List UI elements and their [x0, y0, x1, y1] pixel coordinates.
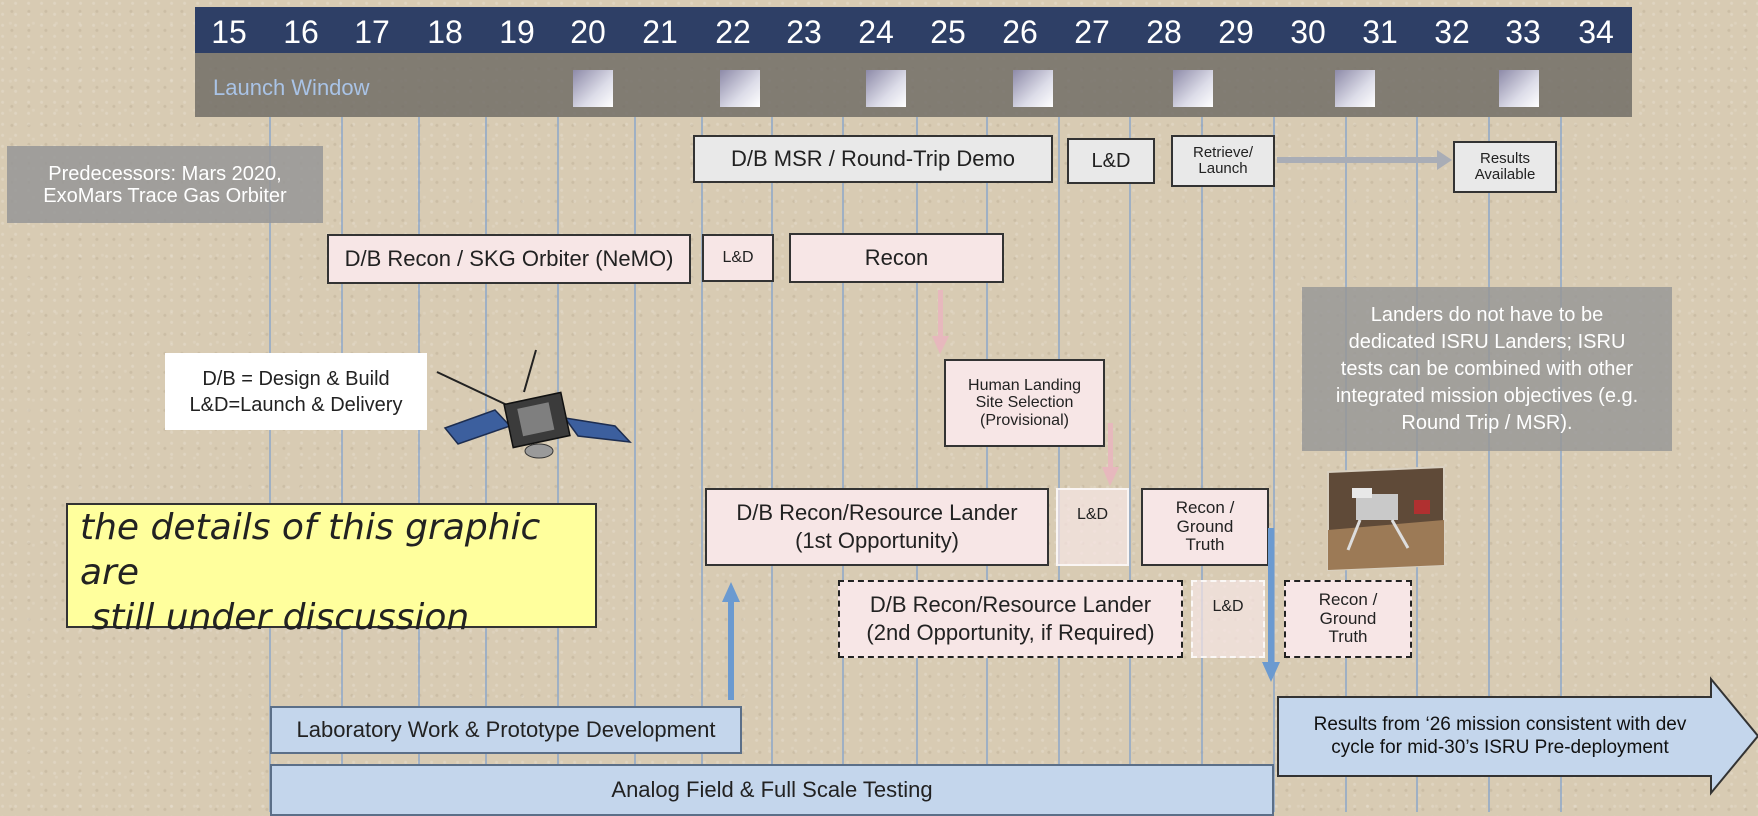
year-label: 31: [1362, 14, 1398, 50]
year-label: 21: [642, 14, 678, 50]
year-gridline: [1129, 117, 1131, 812]
legend-launch-delivery: L&D=Launch & Delivery: [189, 393, 403, 416]
lander-1-subtitle: (1st Opportunity): [795, 528, 959, 553]
year-gridline: [341, 117, 343, 812]
launch-window-band: [195, 53, 1632, 117]
year-gridline: [269, 117, 271, 812]
lander-1-launch-delivery-box: L&D: [1056, 488, 1129, 566]
year-label: 25: [930, 14, 966, 50]
launch-window-marker: [866, 70, 906, 107]
year-label: 28: [1146, 14, 1182, 50]
msr-roundtrip-demo-box: D/B MSR / Round-Trip Demo: [693, 135, 1053, 183]
satellite-icon: [436, 349, 632, 459]
year-gridline: [842, 117, 844, 812]
launch-window-marker: [1173, 70, 1213, 107]
launch-window-marker: [720, 70, 760, 107]
launch-window-label: Launch Window: [213, 75, 370, 100]
lander-2-ld-label: L&D: [1212, 598, 1244, 615]
year-gridline: [634, 117, 636, 812]
disclaimer-line-1: the details of this graphic are: [80, 507, 541, 593]
year-gridline: [1345, 117, 1347, 812]
laboratory-work-bar: Laboratory Work & Prototype Development: [270, 706, 742, 754]
lander-1-recon-ground-truth-box: Recon / Ground Truth: [1141, 488, 1269, 566]
year-gridline: [418, 117, 420, 812]
orbiter-recon-box: Recon: [789, 233, 1004, 283]
results-arrow-text: Results from ‘26 mission consistent with…: [1313, 714, 1687, 758]
lander-2-recon-ground-truth-box: Recon / Ground Truth: [1284, 580, 1412, 658]
year-label: 27: [1074, 14, 1110, 50]
year-label: 16: [283, 14, 319, 50]
orbiter-launch-delivery-box: L&D: [702, 234, 774, 282]
year-label: 30: [1290, 14, 1326, 50]
landers-note: Landers do not have to be dedicated ISRU…: [1302, 287, 1672, 451]
year-gridline: [986, 117, 988, 812]
lander-1-ld-label: L&D: [1076, 506, 1109, 523]
year-label: 17: [354, 14, 390, 50]
year-label: 33: [1505, 14, 1541, 50]
year-gridline: [1058, 117, 1060, 812]
year-label: 29: [1218, 14, 1254, 50]
recon-resource-lander-2-box: D/B Recon/Resource Lander (2nd Opportuni…: [838, 580, 1183, 658]
year-gridline: [701, 117, 703, 812]
year-header-bar: 15 16 17 18 19 20 21 22 23 24 25 26 27 2…: [195, 7, 1632, 53]
year-gridline: [771, 117, 773, 812]
disclaimer-note: the details of this graphic are still un…: [66, 503, 597, 638]
lander-2-title: D/B Recon/Resource Lander: [869, 591, 1152, 617]
year-gridline: [485, 117, 487, 812]
results-available-box: Results Available: [1453, 141, 1557, 193]
abbreviation-legend: D/B = Design & Build L&D=Launch & Delive…: [165, 353, 427, 430]
year-label: 19: [499, 14, 535, 50]
year-gridline: [1488, 117, 1490, 812]
legend-design-build: D/B = Design & Build: [202, 367, 390, 390]
year-label: 15: [211, 14, 247, 50]
year-label: 22: [715, 14, 751, 50]
year-gridline: [1560, 117, 1562, 812]
launch-window-marker: [1013, 70, 1053, 107]
recon-resource-lander-1-box: D/B Recon/Resource Lander (1st Opportuni…: [705, 488, 1049, 566]
year-label: 18: [427, 14, 463, 50]
predecessors-note: Predecessors: Mars 2020, ExoMars Trace G…: [7, 146, 323, 223]
recon-orbiter-box: D/B Recon / SKG Orbiter (NeMO): [327, 234, 691, 284]
launch-window-marker: [573, 70, 613, 107]
year-gridline: [916, 117, 918, 812]
year-gridline: [557, 117, 559, 812]
disclaimer-line-2: still under discussion: [80, 597, 470, 638]
year-label: 26: [1002, 14, 1038, 50]
lander-2-subtitle: (2nd Opportunity, if Required): [866, 620, 1155, 645]
analog-field-testing-bar: Analog Field & Full Scale Testing: [270, 764, 1274, 816]
retrieve-launch-box: Retrieve/ Launch: [1171, 135, 1275, 187]
year-gridline: [1201, 117, 1203, 812]
launch-window-marker: [1335, 70, 1375, 107]
landing-site-selection-box: Human Landing Site Selection (Provisiona…: [944, 359, 1105, 447]
lab-to-lander-arrow: [722, 582, 740, 700]
year-label: 34: [1578, 14, 1614, 50]
year-label: 20: [570, 14, 606, 50]
msr-launch-delivery-box: L&D: [1067, 138, 1155, 184]
lander-2-launch-delivery-box: L&D: [1191, 580, 1265, 658]
recon-to-landing-site-arrow: [932, 290, 949, 354]
year-label: 23: [786, 14, 822, 50]
year-gridline: [1273, 117, 1275, 812]
year-gridline: [1416, 117, 1418, 812]
year-label: 32: [1434, 14, 1470, 50]
lander-1-title: D/B Recon/Resource Lander: [736, 499, 1018, 525]
launch-window-marker: [1499, 70, 1539, 107]
year-label: 24: [858, 14, 894, 50]
retrieve-to-results-arrow: [1277, 150, 1452, 170]
